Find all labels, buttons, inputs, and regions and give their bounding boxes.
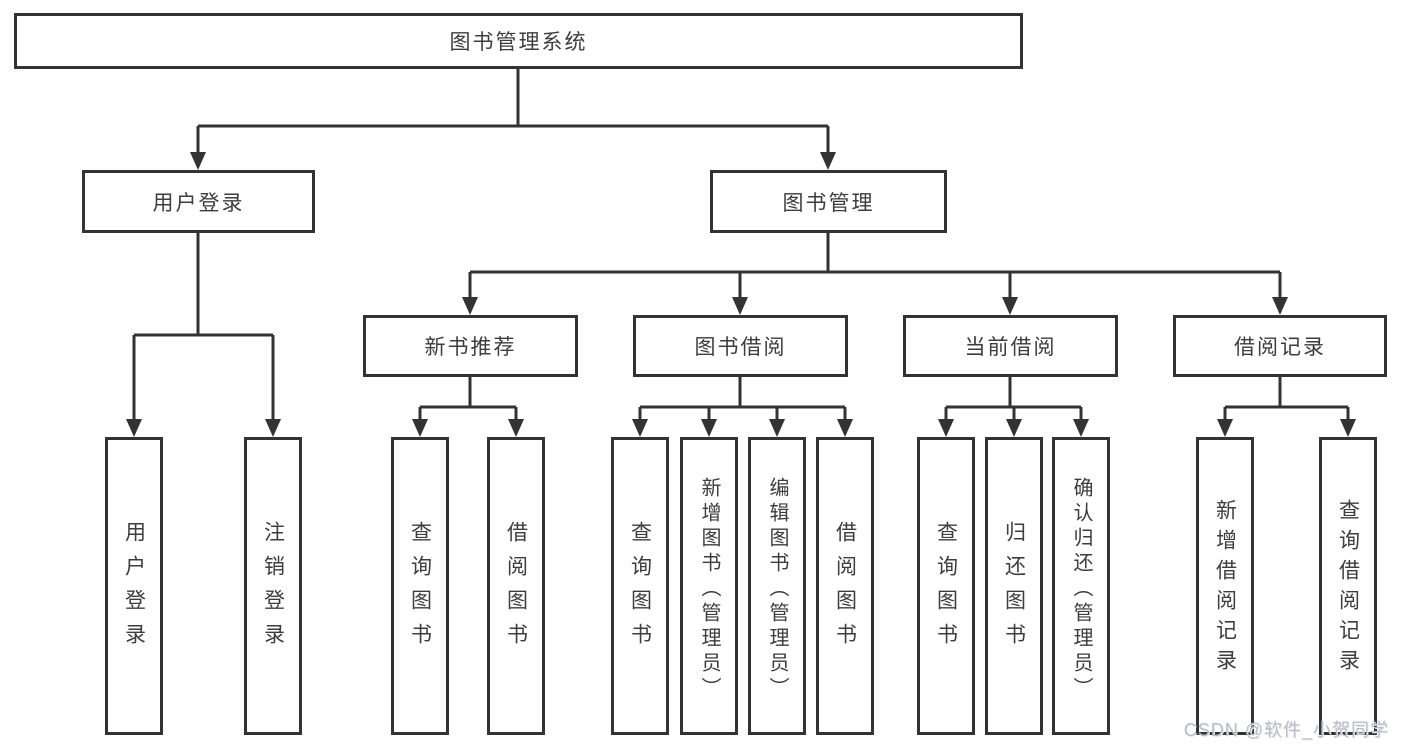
leaf-logout: 注销登录 [244,437,302,735]
connector-line [418,377,518,421]
node-book-management: 图书管理 [710,170,947,233]
arrow-head [1340,419,1356,437]
csdn-watermark: CSDN @软件_小贺同学 [1183,720,1389,740]
arrow-head [462,297,478,315]
node-book-borrow: 图书借阅 [633,315,848,377]
node-current-borrow: 当前借阅 [903,315,1118,377]
arrow-head [1002,297,1018,315]
node-root-system: 图书管理系统 [14,13,1023,69]
leaf-query-books-borrow: 查询图书 [611,437,669,735]
arrow-head [769,419,785,437]
leaf-borrow-books: 借阅图书 [816,437,874,735]
arrow-head [265,419,281,437]
arrow-head [938,419,954,437]
leaf-edit-books-admin: 编辑图书（管理员） [748,437,806,735]
arrow-head [837,419,853,437]
leaf-query-books-recommend: 查询图书 [391,437,449,735]
leaf-borrow-books-recommend: 借阅图书 [487,437,545,735]
leaf-add-books-admin: 新增图书（管理员） [680,437,738,735]
leaf-user-login: 用户登录 [105,437,163,735]
node-new-book-recommend: 新书推荐 [363,315,578,377]
arrow-head [1006,419,1022,437]
leaf-query-borrow-record: 查询借阅记录 [1319,437,1377,735]
arrow-head [820,152,836,170]
arrow-head [190,152,206,170]
arrow-head [126,419,142,437]
connector-borrowrecords-to-leaves [1217,377,1356,437]
leaf-confirm-return-admin: 确认归还（管理员） [1052,437,1110,735]
arrow-head [1272,297,1288,315]
connector-bookmgmt-to-level3 [462,233,1288,315]
arrow-head [1073,419,1089,437]
connector-currentborrow-to-leaves [938,377,1089,437]
connector-userlogin-to-leaves [126,233,281,437]
leaf-query-books-current: 查询图书 [917,437,975,735]
connector-line [132,233,275,421]
leaf-add-borrow-record: 新增借阅记录 [1196,437,1254,735]
arrow-head [701,419,717,437]
arrow-head [632,419,648,437]
connector-line [1223,377,1350,421]
connector-root-to-level2 [190,69,836,170]
node-borrow-records: 借阅记录 [1173,315,1387,377]
arrow-head [412,419,428,437]
connector-line [196,69,830,154]
arrow-head [732,297,748,315]
node-user-login: 用户登录 [82,170,315,233]
arrow-head [508,419,524,437]
arrow-head [1217,419,1233,437]
connector-bookborrow-to-leaves [632,377,853,437]
leaf-return-books: 归还图书 [985,437,1043,735]
connector-line [468,233,1282,299]
connector-line [638,377,847,421]
connector-line [944,377,1083,421]
connector-newbook-to-leaves [412,377,524,437]
